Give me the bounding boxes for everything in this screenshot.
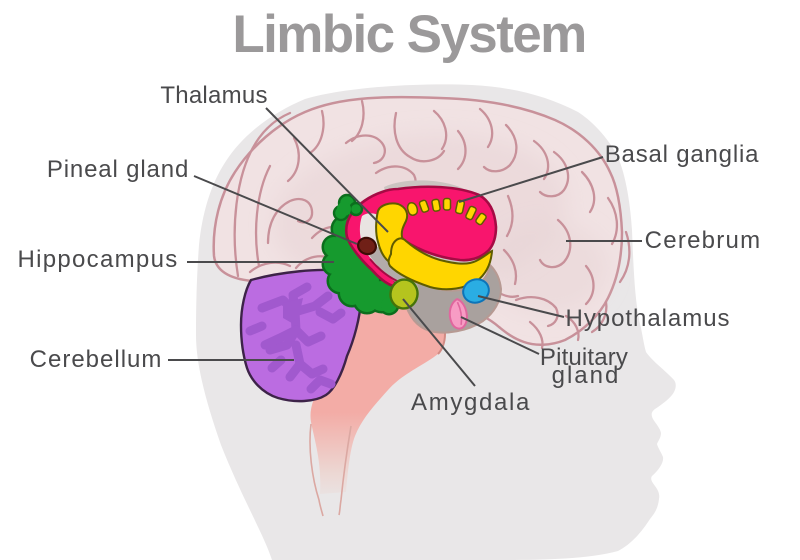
svg-text:Cerebellum: Cerebellum — [30, 346, 163, 373]
svg-text:Basal ganglia: Basal ganglia — [605, 141, 760, 168]
svg-text:Hippocampus: Hippocampus — [17, 246, 178, 273]
svg-text:Cerebrum: Cerebrum — [645, 227, 762, 254]
svg-text:Pineal gland: Pineal gland — [47, 156, 189, 183]
svg-text:Thalamus: Thalamus — [160, 82, 267, 109]
svg-text:Pituitary: Pituitary — [540, 344, 628, 371]
svg-text:Amygdala: Amygdala — [411, 389, 531, 416]
svg-text:gland: gland — [552, 362, 621, 389]
svg-text:Hypothalamus: Hypothalamus — [566, 305, 731, 332]
svg-text:Limbic System: Limbic System — [232, 5, 585, 64]
